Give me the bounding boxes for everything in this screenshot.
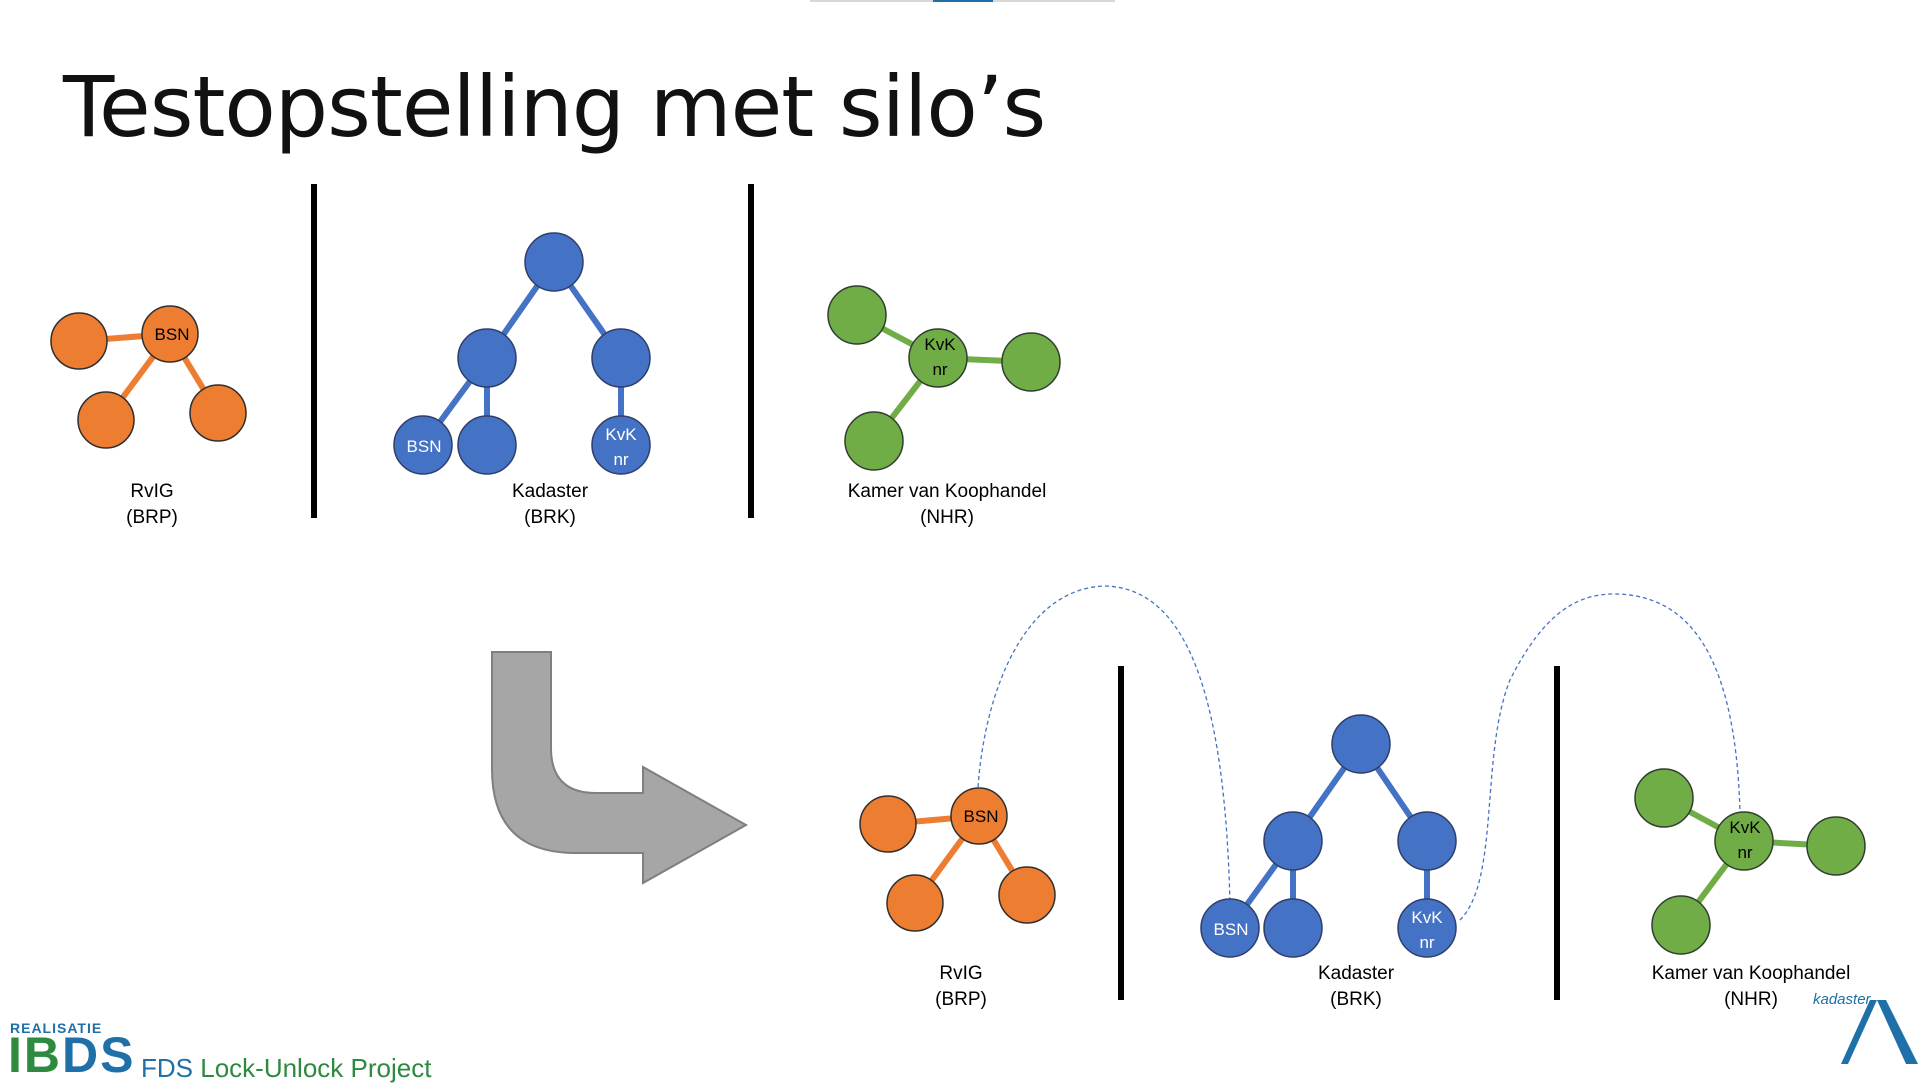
bsn-node [1200, 898, 1260, 958]
kadaster-graph-bottom: BSN KvK nr Kadaster (BRK) [1200, 714, 1457, 1010]
kvk-node [1397, 898, 1457, 958]
kvk-node-label: KvK [1411, 908, 1443, 927]
link-kvk [1459, 593, 1741, 921]
kvk-graph-top: KvK nr Kamer van Koophandel (NHR) [827, 285, 1061, 528]
bsn-node [141, 305, 199, 363]
kvk-node-label-nr: nr [1419, 933, 1434, 952]
node [1651, 895, 1711, 955]
footer-ibds-logo: IBDS [8, 1027, 136, 1083]
kvk-node [1714, 811, 1774, 871]
node [886, 874, 944, 932]
kvk-node-label-nr: nr [932, 360, 947, 379]
node [844, 411, 904, 471]
node [859, 795, 917, 853]
node [1263, 898, 1323, 958]
kvk-node-label-nr: nr [613, 450, 628, 469]
node [457, 415, 517, 475]
top-progress-accent [933, 0, 993, 2]
kvk-sub: (NHR) [1724, 989, 1778, 1010]
node [1001, 332, 1061, 392]
kadaster-name: Kadaster [1318, 963, 1395, 984]
kadaster-name: Kadaster [512, 481, 589, 502]
link-bsn [977, 585, 1231, 906]
node [189, 384, 247, 442]
kadaster-logo-text: kadaster [1813, 991, 1871, 1008]
kvk-graph-bottom: KvK nr Kamer van Koophandel (NHR) [1634, 768, 1866, 1010]
node [1806, 816, 1866, 876]
footer-project-name: FDS Lock-Unlock Project [141, 1053, 432, 1083]
slide-title: Testopstelling met silo’s [63, 58, 1046, 156]
bsn-node-label: BSN [155, 325, 190, 344]
bsn-node [950, 787, 1008, 845]
kadaster-sub: (BRK) [524, 507, 576, 528]
node [591, 328, 651, 388]
node [1634, 768, 1694, 828]
node [998, 866, 1056, 924]
kvk-node-label: KvK [605, 425, 637, 444]
rvig-graph-top: BSN RvIG (BRP) [50, 305, 247, 528]
kadaster-sub: (BRK) [1330, 989, 1382, 1010]
kvk-name: Kamer van Koophandel [1652, 963, 1851, 984]
rvig-name: RvIG [130, 481, 173, 502]
kadaster-logo-mark [1841, 1000, 1918, 1064]
node [50, 312, 108, 370]
node [524, 232, 584, 292]
kadaster-graph-top: BSN KvK nr Kadaster (BRK) [393, 232, 651, 528]
footer-realisatie: REALISATIE [10, 1020, 103, 1036]
kvk-node [591, 415, 651, 475]
bsn-node-label: BSN [1214, 920, 1249, 939]
rvig-graph-bottom: BSN RvIG (BRP) [859, 787, 1056, 1010]
kvk-node-label: KvK [924, 335, 956, 354]
node [77, 391, 135, 449]
bsn-node-label: BSN [964, 807, 999, 826]
kvk-sub: (NHR) [920, 507, 974, 528]
rvig-sub: (BRP) [126, 507, 178, 528]
node [1263, 811, 1323, 871]
bsn-node [393, 415, 453, 475]
transition-arrow [491, 651, 749, 885]
kvk-node-label-nr: nr [1737, 843, 1752, 862]
node [827, 285, 887, 345]
rvig-name: RvIG [939, 963, 982, 984]
kvk-node-label: KvK [1729, 818, 1761, 837]
kvk-name: Kamer van Koophandel [848, 481, 1047, 502]
node [457, 328, 517, 388]
bsn-node-label: BSN [407, 437, 442, 456]
node [1397, 811, 1457, 871]
rvig-sub: (BRP) [935, 989, 987, 1010]
node [1331, 714, 1391, 774]
kvk-node [908, 328, 968, 388]
